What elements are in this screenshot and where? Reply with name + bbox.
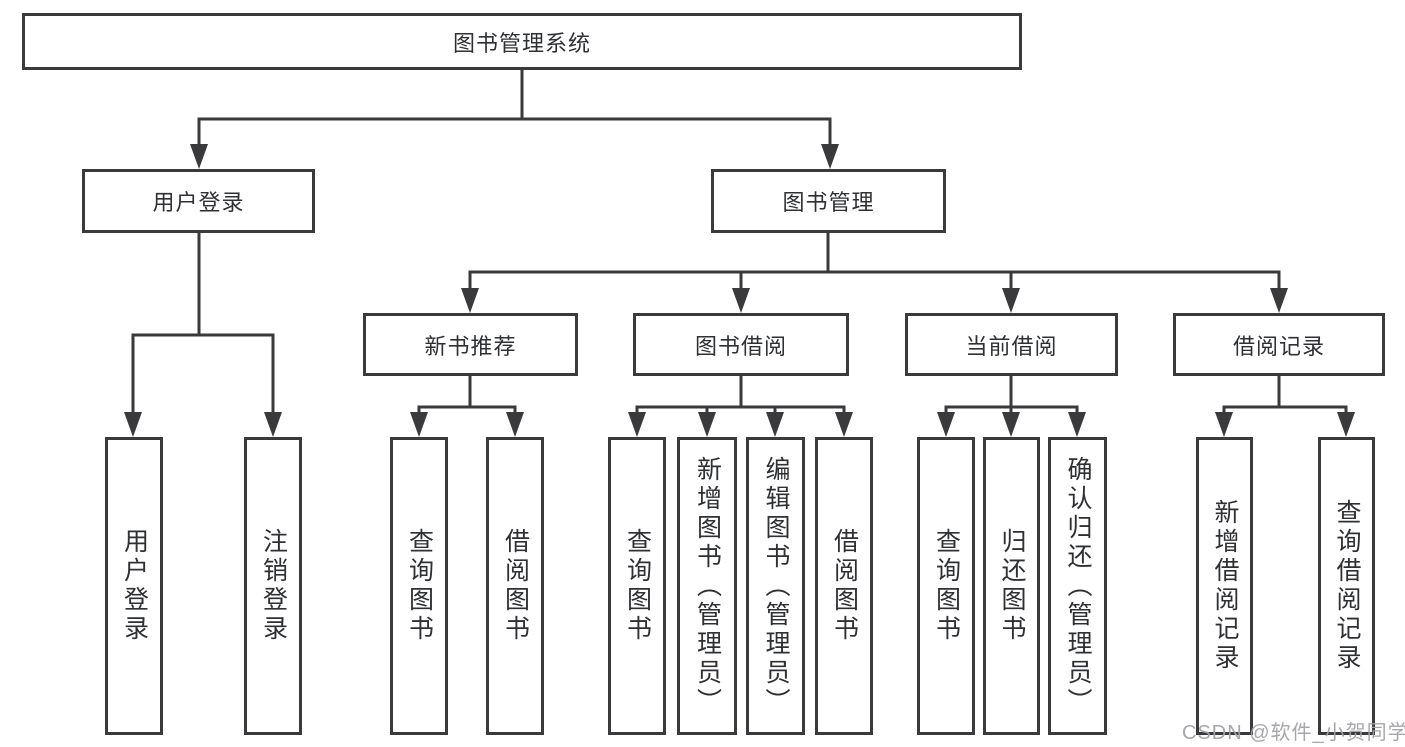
leaf-current-query-books: 查询图书 <box>917 437 975 735</box>
node-borrow-records: 借阅记录 <box>1173 313 1385 376</box>
leaf-newbook-query-books: 查询图书 <box>390 437 448 735</box>
node-current-borrowing-label: 当前借阅 <box>965 333 1058 359</box>
node-book-borrowing-label: 图书借阅 <box>694 333 787 359</box>
leaf-borrow-borrow-books-label: 借阅图书 <box>830 528 859 644</box>
node-current-borrowing: 当前借阅 <box>905 313 1118 376</box>
leaf-current-query-books-label: 查询图书 <box>932 528 961 644</box>
node-user-login: 用户登录 <box>82 169 315 233</box>
leaf-records-add-record-label: 新增借阅记录 <box>1211 499 1239 673</box>
node-root-label: 图书管理系统 <box>452 30 591 56</box>
leaf-records-query-record-label: 查询借阅记录 <box>1333 499 1361 673</box>
node-borrow-records-label: 借阅记录 <box>1232 333 1325 359</box>
leaf-borrow-borrow-books: 借阅图书 <box>815 437 873 735</box>
leaf-logout-label: 注销登录 <box>259 528 288 644</box>
leaf-logout: 注销登录 <box>244 437 302 735</box>
leaf-newbook-borrow-books: 借阅图书 <box>486 437 544 735</box>
leaf-current-return-books: 归还图书 <box>983 437 1040 735</box>
leaf-newbook-borrow-books-label: 借阅图书 <box>501 528 530 644</box>
node-user-login-label: 用户登录 <box>152 190 245 215</box>
watermark: CSDN @软件_小贺同学 <box>1182 722 1405 744</box>
leaf-current-return-books-label: 归还图书 <box>998 528 1026 644</box>
leaf-records-add-record: 新增借阅记录 <box>1196 437 1253 735</box>
node-book-borrowing: 图书借阅 <box>633 313 849 376</box>
leaf-borrow-edit-books-admin: 编辑图书（管理员） <box>746 437 805 735</box>
leaf-borrow-edit-books-admin-label: 编辑图书（管理员） <box>762 455 790 717</box>
arrowheads <box>124 144 1355 437</box>
leaf-current-confirm-return-admin-label: 确认归还（管理员） <box>1064 455 1092 717</box>
node-new-book-recommend: 新书推荐 <box>363 313 578 376</box>
leaf-borrow-query-books-label: 查询图书 <box>623 528 652 644</box>
leaf-borrow-add-books-admin-label: 新增图书（管理员） <box>693 455 722 717</box>
leaf-current-confirm-return-admin: 确认归还（管理员） <box>1048 437 1107 735</box>
leaf-user-login: 用户登录 <box>105 437 163 735</box>
leaf-borrow-query-books: 查询图书 <box>608 437 666 735</box>
leaf-user-login-label: 用户登录 <box>120 528 149 644</box>
node-root: 图书管理系统 <box>22 13 1022 70</box>
leaf-borrow-add-books-admin: 新增图书（管理员） <box>677 437 737 735</box>
leaf-newbook-query-books-label: 查询图书 <box>405 528 434 644</box>
node-book-management: 图书管理 <box>711 169 946 233</box>
node-book-management-label: 图书管理 <box>782 190 875 215</box>
node-new-book-recommend-label: 新书推荐 <box>424 333 517 359</box>
leaf-records-query-record: 查询借阅记录 <box>1318 437 1375 735</box>
